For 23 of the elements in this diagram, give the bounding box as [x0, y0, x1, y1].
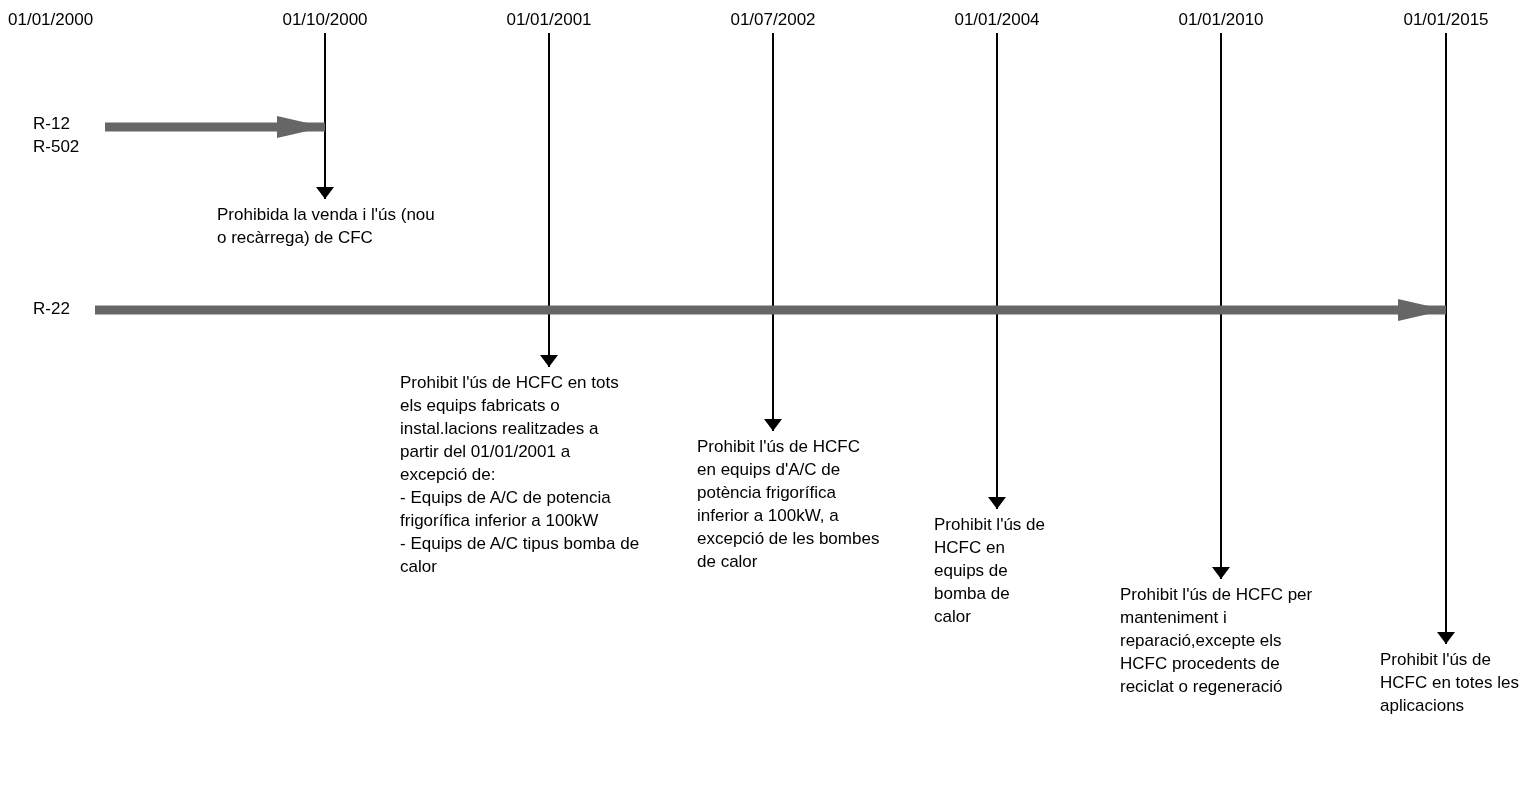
arrow: [95, 299, 1446, 321]
refrigerant-label: R-22: [33, 297, 93, 320]
regulation-text: Prohibida la venda i l'ús (nou o recàrrega) de CFC: [217, 203, 447, 249]
regulation-text: Prohibit l'ús de HCFC en equips de bomba de calor: [934, 513, 1049, 628]
date-label: 01/01/2010: [1166, 8, 1276, 31]
arrow: [316, 32, 334, 200]
date-label: 01/07/2002: [718, 8, 828, 31]
arrow: [1212, 32, 1230, 580]
regulation-text: Prohibit l'ús de HCFC per manteniment i reparació,excepte els HCFC procedents de reciclat o regeneració: [1120, 583, 1325, 698]
arrow: [764, 32, 782, 432]
regulation-text: Prohibit l'ús de HCFC en tots els equips fabricats o instal.lacions realitzades a partir del 01/01/2001 a excepció de: - Equips de A/C de potencia frigorífica inferior a 100kW - Equips de A/C tipus bomba de calor: [400, 371, 640, 578]
regulation-text: Prohibit l'ús de HCFC en totes les aplicacions: [1380, 648, 1520, 717]
date-label: 01/01/2000: [8, 9, 94, 31]
regulation-text: Prohibit l'ús de HCFC en equips d'A/C de potència frigorífica inferior a 100kW, a excepció de les bombes de calor: [697, 435, 882, 573]
refrigerant-label: R-12 R-502: [33, 112, 103, 158]
date-label: 01/01/2004: [942, 8, 1052, 31]
arrow: [1437, 32, 1455, 645]
arrow: [988, 32, 1006, 510]
date-label: 01/10/2000: [270, 8, 380, 31]
date-label: 01/01/2015: [1391, 8, 1501, 31]
date-label: 01/01/2001: [494, 8, 604, 31]
arrow: [105, 116, 325, 138]
arrow: [540, 32, 558, 368]
